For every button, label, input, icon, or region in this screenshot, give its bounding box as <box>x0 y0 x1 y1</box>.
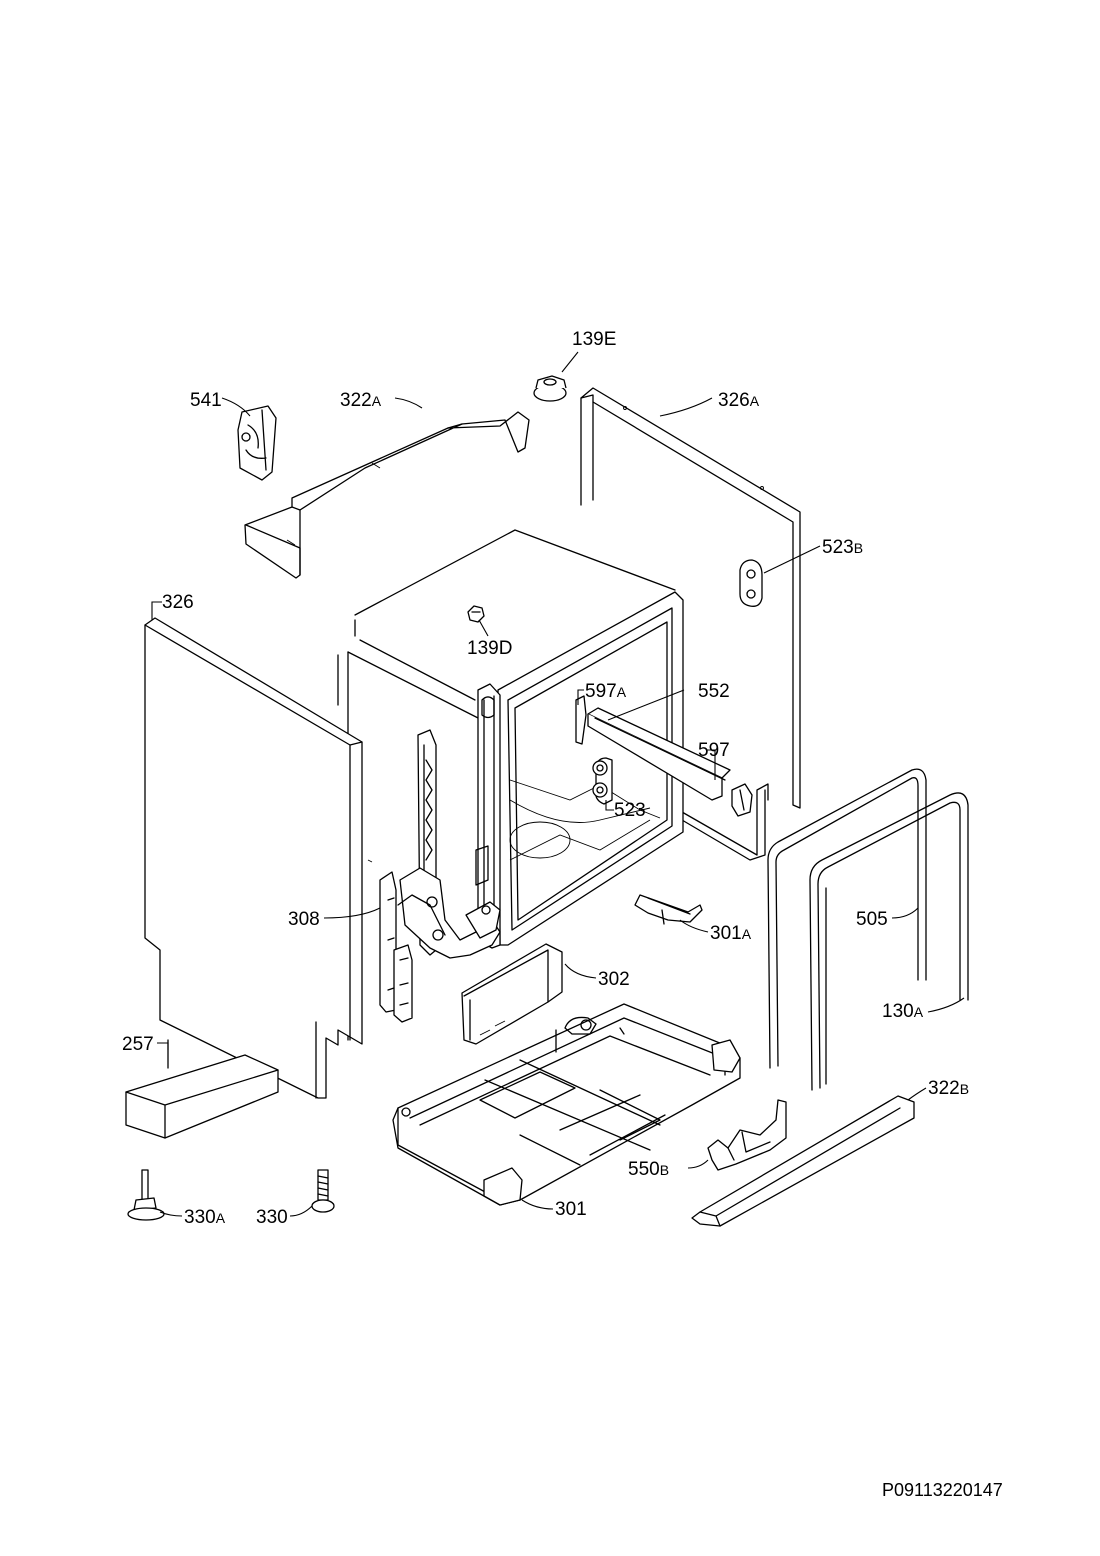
callout-139e: 139E <box>572 329 616 350</box>
part-130a-seal <box>809 792 969 1091</box>
callout-330: 330 <box>256 1207 288 1228</box>
callout-301a: 301A <box>710 923 752 944</box>
part-326-side-panel <box>144 617 373 1099</box>
drawing-code: P09113220147 <box>882 1480 1003 1500</box>
callout-552: 552 <box>698 681 730 702</box>
part-541-clip <box>237 405 277 481</box>
callout-301: 301 <box>555 1199 587 1220</box>
part-523-grommets <box>592 757 613 805</box>
callout-130a: 130A <box>882 1001 924 1022</box>
part-tub-cabinet <box>347 529 684 1041</box>
part-257-plinth <box>125 1039 279 1139</box>
part-505-door-seal <box>767 768 927 1069</box>
callout-302: 302 <box>598 969 630 990</box>
part-330-screw <box>311 1169 335 1213</box>
part-552-rail <box>587 707 731 801</box>
callout-322b: 322B <box>928 1078 969 1099</box>
callout-330a: 330A <box>184 1207 226 1228</box>
callout-257: 257 <box>122 1034 154 1055</box>
callout-326: 326 <box>162 592 194 613</box>
callout-550b: 550B <box>628 1159 669 1180</box>
callout-308: 308 <box>288 909 320 930</box>
part-523b-grommet <box>739 559 763 607</box>
callout-labels: 541 322A 139E 326A 523B 326 139D 597A 55… <box>122 329 969 1228</box>
part-139e-nut <box>533 375 567 402</box>
part-139d-nut <box>467 605 485 623</box>
callout-541: 541 <box>190 390 222 411</box>
callout-326a: 326A <box>718 390 760 411</box>
part-302-base-bracket <box>461 943 563 1045</box>
part-597-clip <box>731 783 753 817</box>
part-550b-bracket <box>707 1099 787 1171</box>
callout-139d: 139D <box>467 638 512 659</box>
callout-597: 597 <box>698 740 730 761</box>
callout-523b: 523B <box>822 537 863 558</box>
part-301a-bracket <box>634 894 703 925</box>
callout-322a: 322A <box>340 390 382 411</box>
callout-523: 523 <box>614 800 646 821</box>
part-597a-clip <box>575 695 587 745</box>
part-330a-foot <box>127 1169 165 1221</box>
callout-505: 505 <box>856 909 888 930</box>
leader-lines <box>151 351 965 1217</box>
part-322b-front-rail <box>691 1095 915 1227</box>
part-326a-side-panel <box>580 387 801 861</box>
part-308-hinge <box>379 729 501 1023</box>
callout-597a: 597A <box>585 681 627 702</box>
part-301-base-pan <box>392 1003 741 1206</box>
part-322a-top-bracket <box>244 411 530 579</box>
